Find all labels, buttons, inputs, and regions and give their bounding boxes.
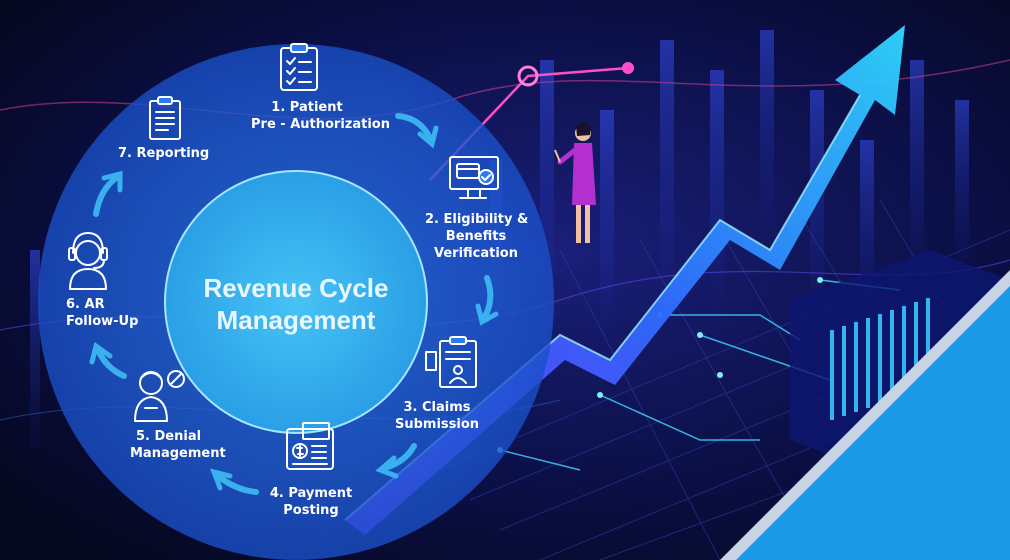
step-2-line-1: 2. Eligibility &	[425, 212, 529, 227]
step-5-line-2: Management	[130, 446, 226, 461]
cycle-arrow-2-3	[475, 275, 499, 326]
step-7-label: 7. Reporting	[118, 145, 218, 162]
clipboard-checklist-icon	[280, 43, 318, 91]
step-4-line-2: Posting	[283, 503, 339, 518]
diagram-title-line-1: Revenue Cycle	[203, 273, 389, 303]
headset-agent-icon	[68, 232, 108, 290]
step-6-line-1: 6. AR	[66, 297, 105, 312]
step-6-line-2: Follow-Up	[66, 314, 139, 329]
step-3-label: 3. Claims Submission	[393, 399, 481, 433]
step-7-line-1: 7. Reporting	[118, 146, 210, 161]
cycle-arrow-3-4	[375, 443, 417, 479]
step-6-label: 6. AR Follow-Up	[66, 296, 146, 330]
cycle-arrow-6-7	[93, 170, 123, 217]
step-1-line-2: Pre - Authorization	[251, 117, 390, 132]
step-5-label: 5. Denial Management	[130, 428, 234, 462]
denial-agent-icon	[134, 370, 185, 422]
step-2-line-3: Verification	[433, 246, 518, 261]
monitor-card-icon	[449, 156, 499, 199]
cycle-arrow-4-5	[209, 468, 259, 495]
step-2-line-2: Benefits	[445, 229, 507, 244]
cycle-arrows	[89, 113, 499, 495]
report-document-icon	[149, 96, 181, 140]
step-1-line-1: 1. Patient	[271, 100, 343, 115]
background-bars	[30, 30, 969, 450]
step-2-label: 2. Eligibility & Benefits Verification	[425, 211, 529, 262]
accent-corner	[720, 270, 1010, 560]
inner-title-circle	[164, 170, 428, 434]
step-5-line-1: 5. Denial	[136, 429, 202, 444]
step-3-line-2: Submission	[394, 417, 480, 432]
step-3-line-1: 3. Claims	[403, 400, 471, 415]
step-4-label: 4. Payment Posting	[268, 485, 354, 519]
diagram-title: Revenue Cycle Management	[165, 173, 427, 435]
step-1-label: 1. Patient Pre - Authorization	[251, 99, 390, 133]
diagram-title-line-2: Management	[216, 305, 376, 335]
cycle-arrow-5-6	[89, 341, 127, 379]
payment-terminal-icon	[286, 422, 334, 470]
cycle-arrow-1-2	[395, 113, 439, 149]
claim-form-icon	[425, 336, 477, 388]
presenter-figure	[554, 122, 596, 243]
step-4-line-1: 4. Payment	[269, 486, 353, 501]
